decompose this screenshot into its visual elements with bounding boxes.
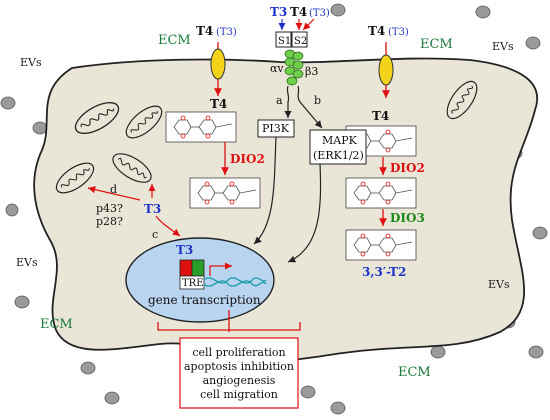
erk-label: (ERK1/2) (313, 149, 364, 162)
t3-cytosolic-label: T3 (144, 202, 161, 216)
integrin-site-s2 (291, 31, 308, 48)
pathway-c-label: c (152, 228, 158, 241)
tre-label: TRE (182, 278, 204, 289)
t3-nuclear-label: T3 (176, 243, 193, 257)
arrow-pi3k-nucleus (253, 136, 277, 245)
pathway-a-label: a (276, 94, 283, 107)
arrow-pathway-b (297, 85, 323, 129)
t3-molecule-left (189, 177, 261, 209)
dna-helix (203, 277, 267, 287)
receptor-red (179, 259, 193, 277)
dio3-label: DIO3 (390, 211, 425, 225)
t4-label-right: T4 (368, 24, 385, 38)
integrin-site-s1 (275, 31, 292, 48)
gene-transcription-label: gene transcription (148, 293, 261, 307)
p28-label: p28? (96, 215, 123, 228)
t4-label-integrin: T4 (290, 5, 307, 19)
dio2-label-left: DIO2 (230, 152, 265, 166)
transporter-right (378, 54, 394, 86)
t3-paren-label-integrin: (T3) (309, 8, 330, 19)
ecm-label-top-right: ECM (420, 37, 453, 52)
ecm-label-bottom-right: ECM (398, 365, 431, 380)
t3-molecule-right (345, 177, 417, 209)
outcome-cell-migration: cell migration (200, 388, 278, 401)
t2-molecule (345, 229, 417, 261)
outcomes-box (179, 337, 299, 409)
t3-label-integrin: T3 (270, 5, 287, 19)
pathway-b-label: b (314, 94, 321, 107)
s2-label: S2 (294, 36, 307, 47)
ecm-label-bottom-left: ECM (40, 317, 73, 332)
t4-intracellular-left: T4 (210, 97, 227, 111)
t4-label-left: T4 (196, 24, 213, 38)
arrow-mapk-nucleus (287, 163, 322, 263)
tre-box (179, 275, 205, 290)
evs-label-top-right: EVs (492, 40, 514, 53)
s1-label: S1 (278, 36, 291, 47)
arrow-t3-s2 (302, 18, 315, 31)
p43-label: p43? (96, 202, 123, 215)
arrow-pathway-a (284, 85, 292, 118)
t3-paren-label-right: (T3) (388, 27, 409, 38)
outcome-cell-proliferation: cell proliferation (192, 346, 285, 359)
pi3k-label: PI3K (262, 122, 290, 135)
mapk-box (309, 129, 367, 165)
outcome-angiogenesis: angiogenesis (203, 374, 276, 387)
outcome-apoptosis-inhibition: apoptosis inhibition (184, 360, 294, 373)
transporter-left (210, 48, 226, 80)
t4-molecule-left (165, 111, 237, 143)
arrow-t3-nucleus (155, 215, 181, 237)
dio2-label-right: DIO2 (390, 161, 425, 175)
evs-label-right: EVs (488, 278, 510, 291)
evs-label-left: EVs (16, 256, 38, 269)
integrin-alpha-v-beta-3 (284, 49, 304, 86)
t4-intracellular-right: T4 (372, 109, 389, 123)
beta-3-label: β3 (305, 65, 318, 78)
t2-label: 3,3′-T2 (362, 265, 406, 279)
arrow-t3-mito-left (87, 186, 141, 201)
transcription-start-arrow (209, 262, 232, 276)
alpha-v-label: αv (270, 62, 284, 75)
ecm-label-top-left: ECM (158, 33, 191, 48)
mapk-label: MAPK (322, 134, 358, 147)
receptor-green (191, 259, 205, 277)
t3-paren-label-left: (T3) (216, 27, 237, 38)
pathway-d-label: d (110, 183, 117, 196)
evs-label-top-left: EVs (20, 56, 42, 69)
